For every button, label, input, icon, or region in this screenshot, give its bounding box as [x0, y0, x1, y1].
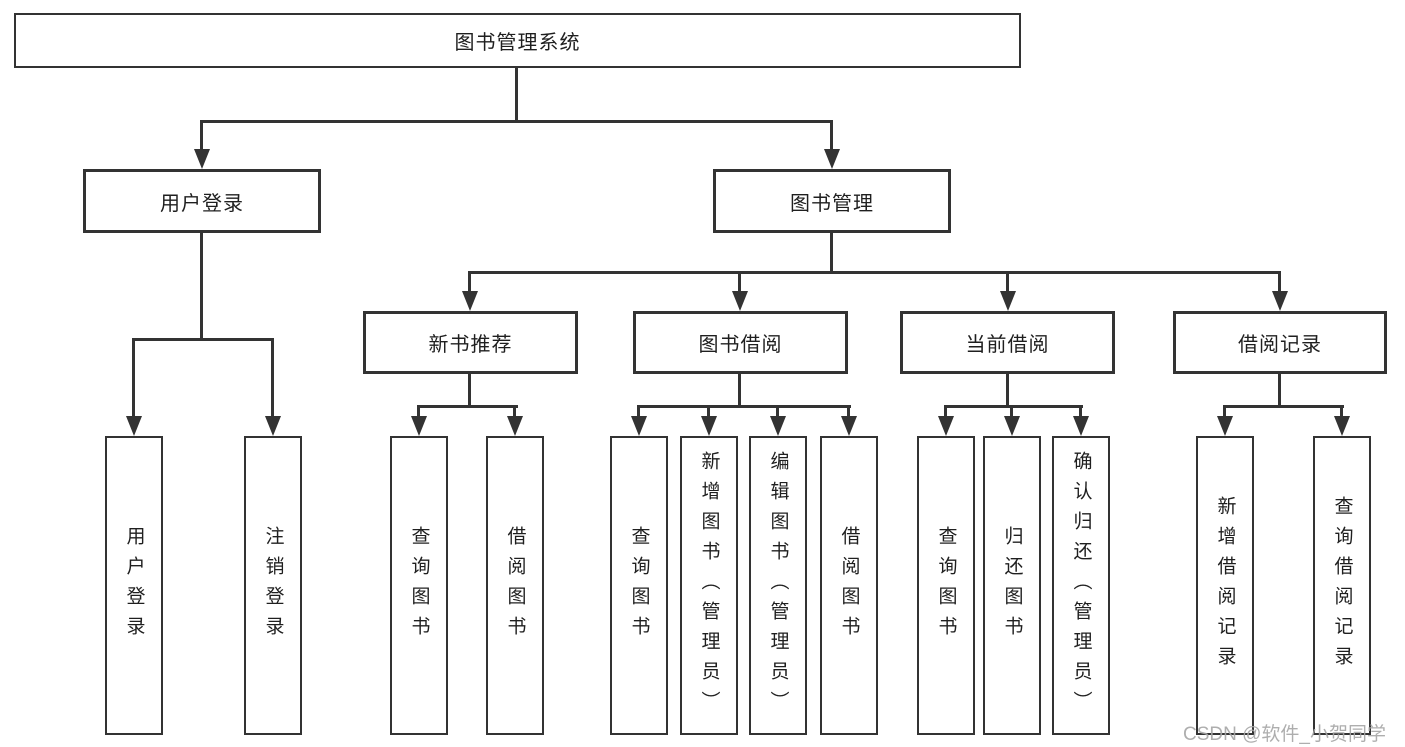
- arrow-down-icon: [631, 416, 647, 436]
- arrow-down-icon: [507, 416, 523, 436]
- connector-leaf-drop: [1340, 405, 1343, 418]
- connector-level1-bar: [200, 120, 833, 123]
- node-current-borrowing: 当前借阅: [900, 311, 1115, 374]
- connector-leaf-drop: [847, 405, 850, 418]
- arrow-down-icon: [938, 416, 954, 436]
- connector-leaf-drop: [707, 405, 710, 418]
- arrow-down-icon: [1272, 291, 1288, 311]
- connector-leaf-drop: [417, 405, 420, 418]
- arrow-down-icon: [265, 416, 281, 436]
- connector-user-login-bar: [132, 338, 274, 341]
- connector-root-stem: [515, 66, 518, 122]
- connector-leaf-drop: [132, 338, 135, 418]
- arrow-down-icon: [732, 291, 748, 311]
- arrow-down-icon: [462, 291, 478, 311]
- arrow-down-icon: [411, 416, 427, 436]
- connector-borrowing-bar: [637, 405, 851, 408]
- connector-leaf-drop: [637, 405, 640, 418]
- leaf-add-book-admin: 新增图书（管理员）: [680, 436, 738, 735]
- leaf-confirm-return-admin: 确认归还（管理员）: [1052, 436, 1110, 735]
- node-new-book-recommendation: 新书推荐: [363, 311, 578, 374]
- arrow-down-icon: [1334, 416, 1350, 436]
- node-book-management: 图书管理: [713, 169, 951, 233]
- connector-leaf-drop: [776, 405, 779, 418]
- connector-leaf-drop: [271, 338, 274, 418]
- node-borrowing-records: 借阅记录: [1173, 311, 1387, 374]
- leaf-borrow-books-borrowing: 借阅图书: [820, 436, 878, 735]
- connector-module-drop: [1006, 271, 1009, 293]
- leaf-query-books-recommend: 查询图书: [390, 436, 448, 735]
- arrow-down-icon: [126, 416, 142, 436]
- leaf-query-books-borrowing: 查询图书: [610, 436, 668, 735]
- connector-current-stem: [1006, 374, 1009, 407]
- leaf-user-login: 用户登录: [105, 436, 163, 735]
- connector-level2-bar: [468, 271, 1281, 274]
- connector-book-mgmt-drop: [830, 120, 833, 152]
- arrow-down-icon: [1000, 291, 1016, 311]
- leaf-borrow-books-recommend: 借阅图书: [486, 436, 544, 735]
- connector-user-login-drop: [200, 120, 203, 152]
- connector-leaf-drop: [944, 405, 947, 418]
- connector-module-drop: [738, 271, 741, 293]
- node-book-borrowing: 图书借阅: [633, 311, 848, 374]
- leaf-logout-login: 注销登录: [244, 436, 302, 735]
- connector-recommend-bar: [417, 405, 518, 408]
- csdn-watermark: CSDN @软件_小贺同学: [1183, 724, 1386, 745]
- connector-borrowing-stem: [738, 374, 741, 407]
- connector-leaf-drop: [1223, 405, 1226, 418]
- arrow-down-icon: [841, 416, 857, 436]
- leaf-query-books-current: 查询图书: [917, 436, 975, 735]
- connector-module-drop: [468, 271, 471, 293]
- connector-leaf-drop: [1010, 405, 1013, 418]
- arrow-down-icon: [701, 416, 717, 436]
- leaf-add-borrow-record: 新增借阅记录: [1196, 436, 1254, 735]
- connector-records-bar: [1223, 405, 1344, 408]
- connector-records-stem: [1278, 374, 1281, 407]
- connector-user-login-stem: [200, 233, 203, 341]
- connector-leaf-drop: [513, 405, 516, 418]
- arrow-down-icon: [770, 416, 786, 436]
- connector-current-bar: [944, 405, 1083, 408]
- arrow-down-icon: [1073, 416, 1089, 436]
- node-library-system: 图书管理系统: [14, 13, 1021, 68]
- leaf-return-books: 归还图书: [983, 436, 1041, 735]
- arrow-down-icon: [194, 149, 210, 169]
- node-user-login: 用户登录: [83, 169, 321, 233]
- arrow-down-icon: [1004, 416, 1020, 436]
- arrow-down-icon: [1217, 416, 1233, 436]
- arrow-down-icon: [824, 149, 840, 169]
- leaf-edit-book-admin: 编辑图书（管理员）: [749, 436, 807, 735]
- leaf-query-borrow-record: 查询借阅记录: [1313, 436, 1371, 735]
- connector-book-mgmt-stem: [830, 233, 833, 274]
- connector-module-drop: [1278, 271, 1281, 293]
- connector-recommend-stem: [468, 374, 471, 407]
- connector-leaf-drop: [1079, 405, 1082, 418]
